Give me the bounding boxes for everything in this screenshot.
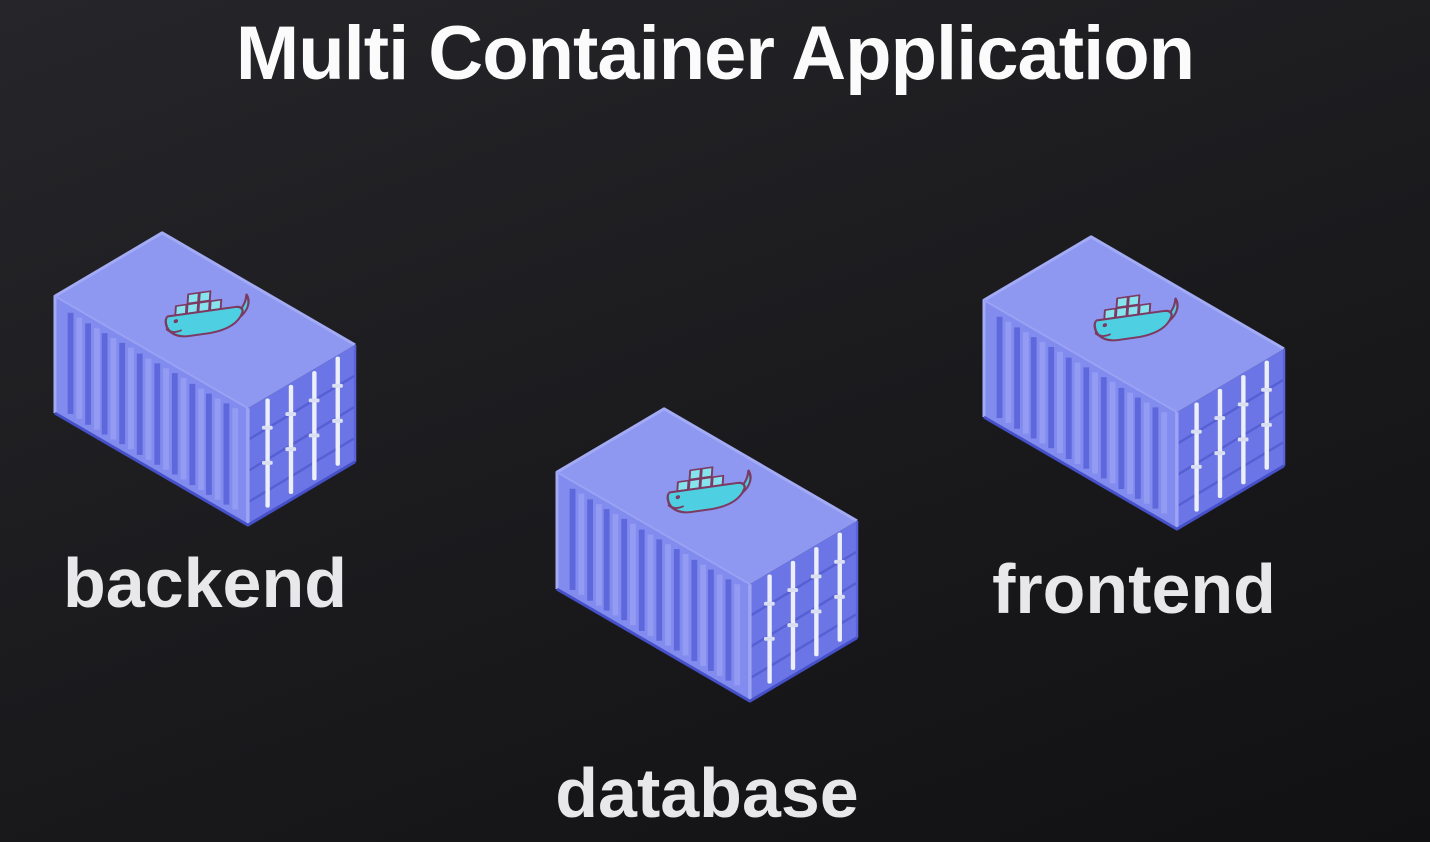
container-label-backend: backend bbox=[63, 544, 347, 622]
diagram-title: Multi Container Application bbox=[235, 11, 1195, 96]
docker-container-icon bbox=[550, 402, 864, 706]
container-label-frontend: frontend bbox=[992, 550, 1276, 628]
container-node-database: database bbox=[550, 402, 864, 828]
container-node-frontend: frontend bbox=[977, 230, 1291, 624]
docker-container-icon bbox=[48, 226, 362, 530]
container-label-database: database bbox=[555, 754, 859, 832]
docker-container-icon bbox=[977, 230, 1291, 534]
container-node-backend: backend bbox=[48, 226, 362, 618]
